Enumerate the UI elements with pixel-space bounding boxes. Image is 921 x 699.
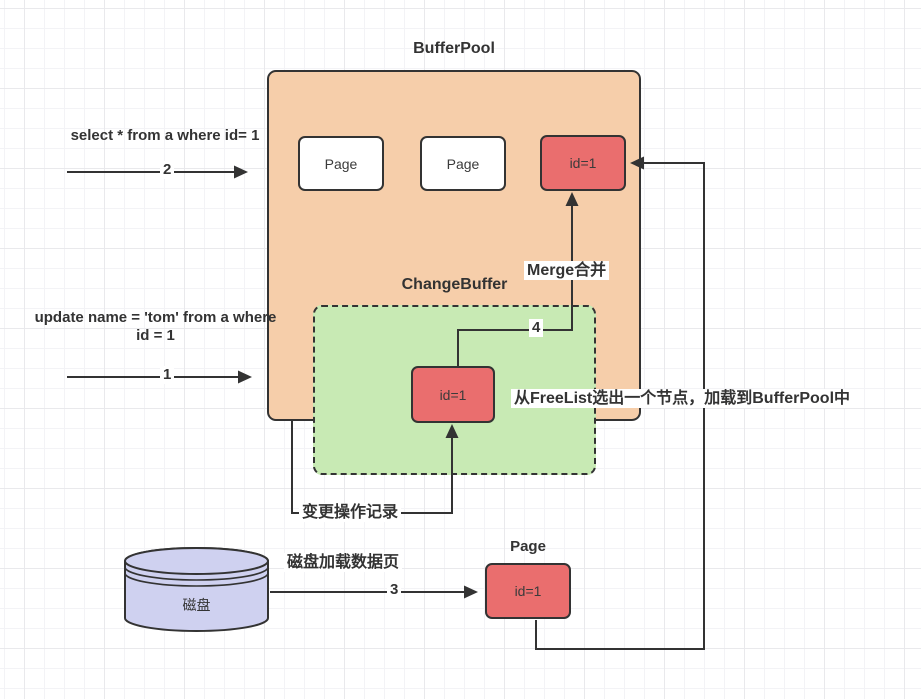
change-record-label: 变更操作记录 [299,503,402,523]
arrowhead-step1-icon [238,370,252,384]
page-label: Page [324,155,358,172]
step-4-label: 4 [529,319,544,337]
update-query-line2: id = 1 [136,327,175,344]
step-3-label: 3 [387,581,402,599]
freelist-note: 从FreeList选出一个节点，加载到BufferPool中 [511,389,854,409]
select-query-text: select * from a where id= 1 [70,127,260,144]
disk-page-title: Page [510,538,546,555]
update-query-text: update name = 'tom' from a where id = 1 [8,309,303,345]
page-id-label: id=1 [439,386,467,403]
merge-label: Merge合并 [524,261,610,281]
bufferpool-page-2: Page [420,136,506,191]
bufferpool-page-1: Page [298,136,384,191]
page-label: Page [446,155,480,172]
arrowhead-step3-icon [464,585,478,599]
page-id-label: id=1 [514,583,542,599]
arrowhead-step2-icon [234,165,248,179]
bufferpool-loaded-page: id=1 [540,135,626,191]
disk-cylinder-icon [124,547,269,632]
changebuffer-page: id=1 [411,366,495,423]
bufferpool-title: BufferPool [413,40,495,57]
page-id-label: id=1 [569,155,597,171]
disk-load-label: 磁盘加载数据页 [284,553,403,573]
disk-loaded-page: id=1 [485,563,571,619]
disk-label: 磁盘 [182,597,211,613]
step-1-label: 1 [160,366,175,384]
update-query-line1: update name = 'tom' from a where [34,309,277,326]
step-2-label: 2 [160,161,175,179]
